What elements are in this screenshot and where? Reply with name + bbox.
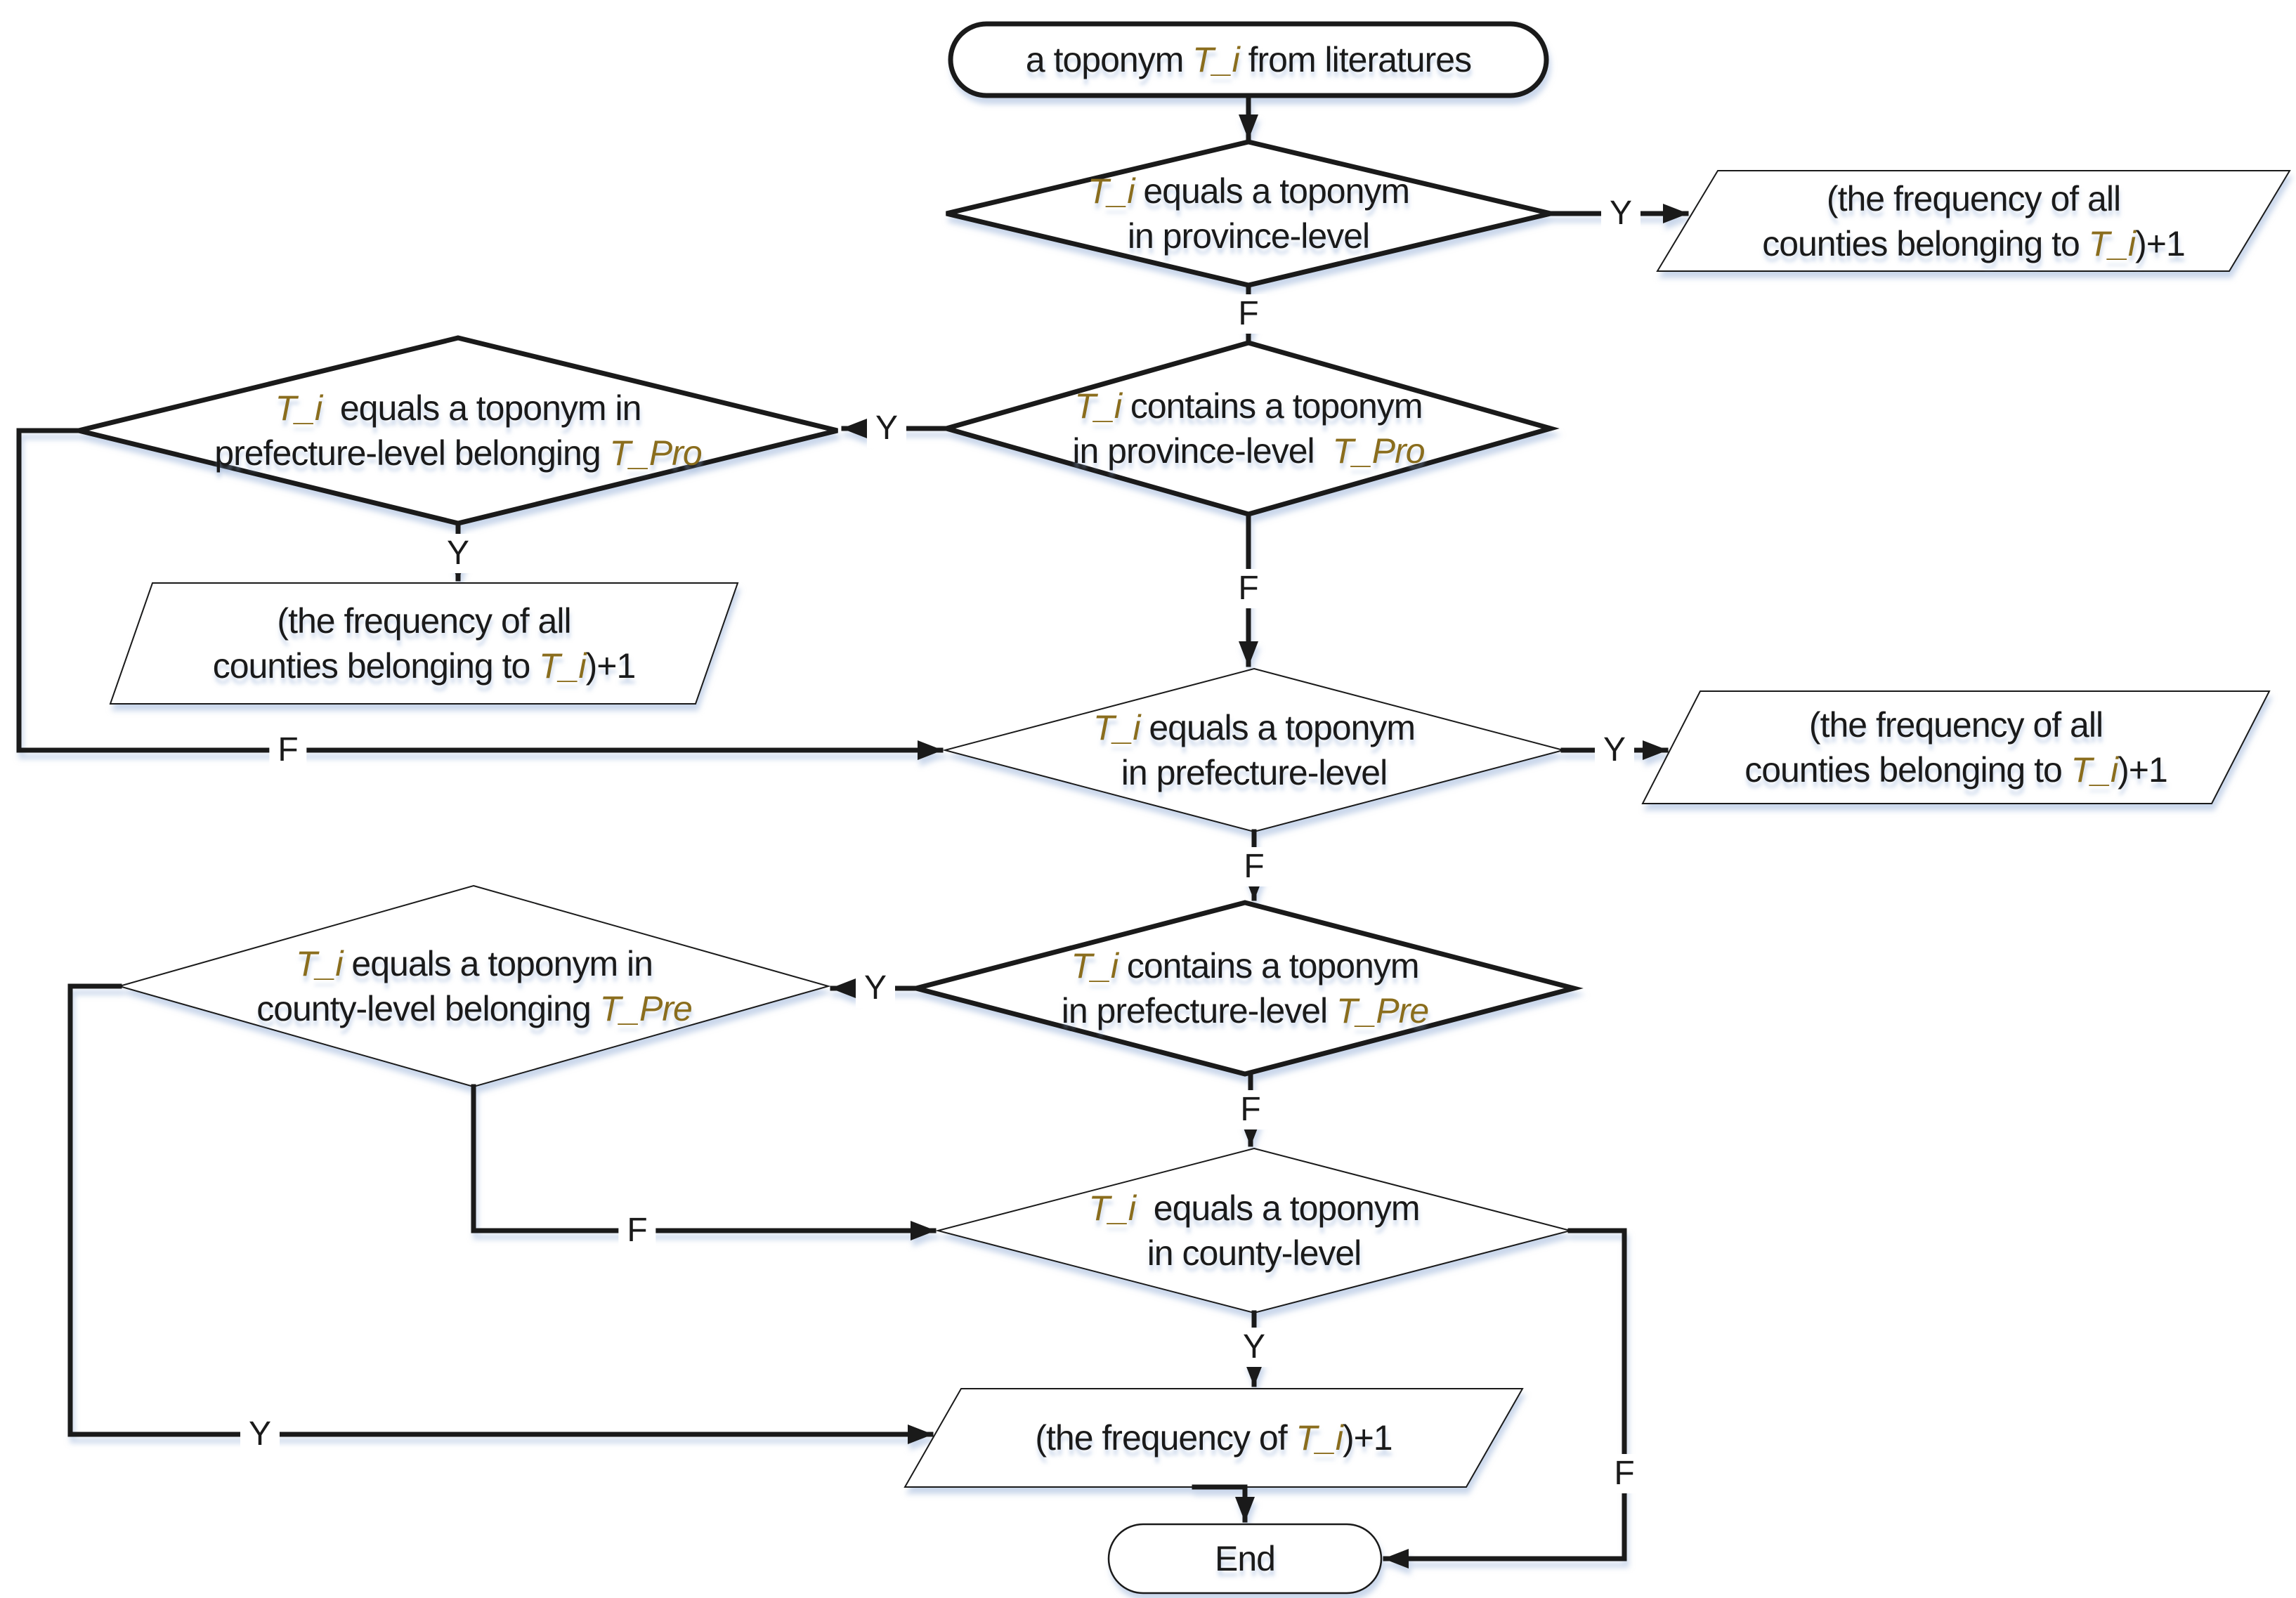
edge-label-d5-yes: Y [1234, 1328, 1274, 1367]
decision-equals-county-belonging-shape [117, 884, 831, 1088]
edge-label-d1-no: F [1229, 294, 1267, 334]
decision-equals-prefecture-shape [942, 667, 1566, 833]
edge-label-ld1-yes: Y [438, 534, 478, 573]
edge-label-d3-yes: Y [1594, 731, 1635, 770]
edge-label-d5-no: F [1605, 1454, 1643, 1493]
edge-label-d3-no: F [1235, 847, 1273, 886]
io-freq-ti-shape [904, 1388, 1524, 1488]
edge-ld2-no [471, 1084, 937, 1240]
edge-label-d2-no: F [1229, 569, 1267, 608]
edge-label-d1-yes: Y [1600, 194, 1641, 233]
edges-layer [16, 93, 1689, 1568]
io-freq-counties-pro-shape [109, 582, 739, 705]
decision-equals-prefecture-belonging-shape [78, 335, 838, 526]
edge-ld2-yes [67, 983, 934, 1444]
edge-ld1-no [16, 428, 944, 760]
end-shape [1107, 1523, 1383, 1594]
decision-equals-province-shape [946, 139, 1551, 288]
start-shape [948, 21, 1549, 98]
edge-d5-no [1383, 1228, 1627, 1568]
edge-label-d4-no: F [1232, 1090, 1270, 1129]
io-freq-counties-prefecture-shape [1641, 690, 2271, 804]
edge-bp-to-end [1192, 1484, 1255, 1523]
io-freq-counties-province-shape [1656, 170, 2291, 272]
decision-equals-county-shape [935, 1147, 1573, 1314]
decision-contains-prefecture-shape [906, 900, 1584, 1077]
edge-label-d4-yes: Y [855, 969, 896, 1008]
edge-label-ld2-yes: Y [240, 1415, 280, 1454]
decision-contains-province-shape [937, 340, 1560, 517]
edge-label-ld2-no: F [618, 1211, 656, 1250]
edge-label-ld1-no: F [269, 731, 307, 770]
edge-label-d2-yes: Y [866, 409, 907, 448]
shapes-layer [78, 21, 2291, 1594]
